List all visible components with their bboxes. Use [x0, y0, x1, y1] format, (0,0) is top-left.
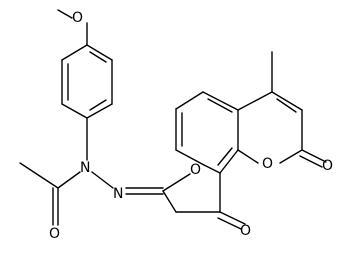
central-benzene-ring	[175, 91, 239, 174]
atom-n-amide: N	[80, 160, 90, 176]
hydrazone-double-bond	[125, 187, 164, 195]
atom-o-pyranone-ring: O	[262, 156, 273, 172]
hydrazide-linkage	[19, 117, 114, 226]
atom-o-furan: O	[190, 162, 201, 178]
methoxy-group	[57, 9, 88, 46]
atom-n-hydrazone: N	[113, 186, 123, 202]
atom-o-acetyl: O	[49, 226, 60, 242]
pyranone-ring	[237, 51, 327, 168]
atom-o-ketone: O	[240, 223, 251, 239]
methoxyphenyl-ring	[61, 44, 113, 119]
furanone-ring	[162, 164, 246, 230]
atom-o-methoxy: O	[72, 10, 83, 26]
atom-o-lactone: O	[322, 158, 333, 174]
